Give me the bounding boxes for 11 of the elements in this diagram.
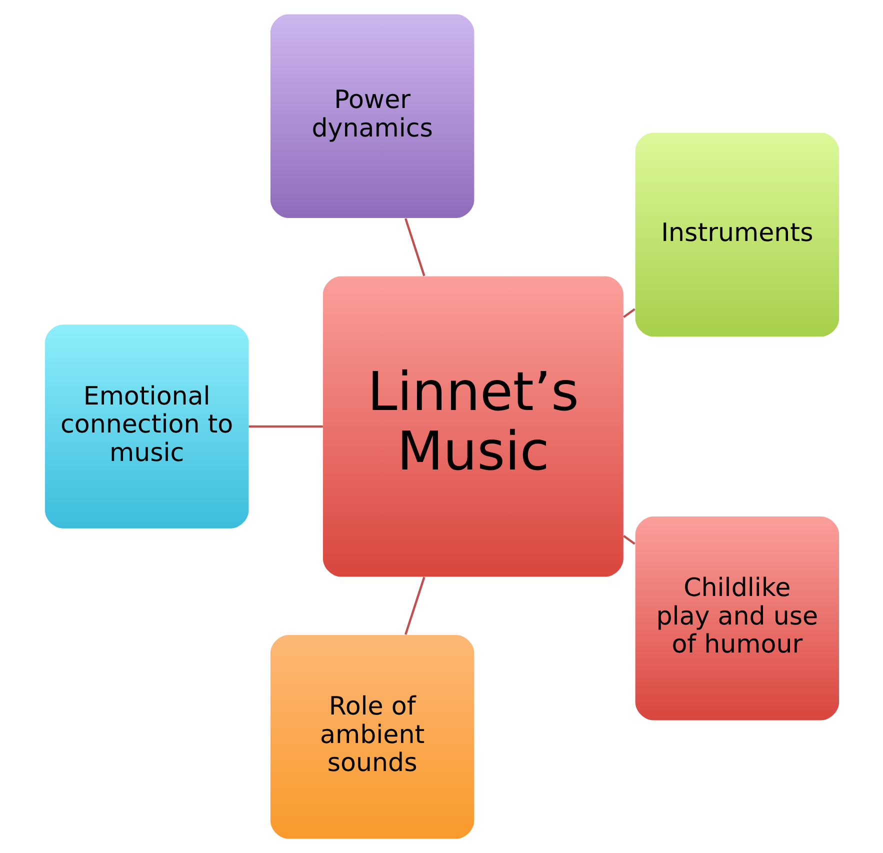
connector [248,425,322,428]
connector [622,534,635,545]
node-box: Childlike play and use of humour [634,516,839,720]
connector [404,576,425,635]
node-box: Linnet’s Music [322,276,623,577]
node-box: Emotional connection to music [44,324,248,528]
node-box: Instruments [634,132,839,337]
connector [622,308,635,318]
node-box: Role of ambient sounds [270,635,474,839]
connector [404,218,425,276]
node-box: Power dynamics [270,14,474,218]
